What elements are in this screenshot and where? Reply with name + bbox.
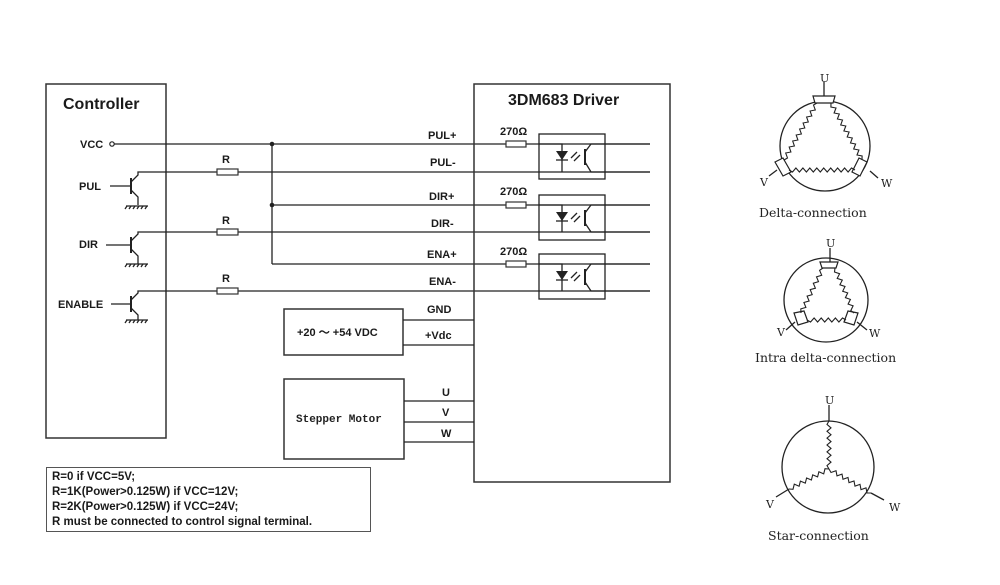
terminal-dir-plus: DIR+: [429, 191, 454, 203]
winding-coil: [806, 317, 847, 323]
terminal-gnd: GND: [427, 304, 452, 316]
stepper-motor-label: Stepper Motor: [296, 414, 382, 426]
note-line: R=0 if VCC=5V;: [52, 471, 136, 483]
controller-box: [45, 83, 167, 439]
dir-transistor: DIR: [79, 231, 650, 268]
stepper-motor-box: [283, 378, 405, 460]
resistor-r-pul: R: [216, 154, 239, 176]
optocoupler-dir: 270Ω: [500, 186, 650, 241]
svg-text:W: W: [889, 501, 901, 514]
resistor-notes-box: R=0 if VCC=5V; R=1K(Power>0.125W) if VCC…: [46, 467, 371, 532]
svg-text:R: R: [222, 215, 230, 227]
winding-coil: [828, 468, 871, 494]
vcc-label: VCC: [80, 139, 103, 151]
terminal-ena-plus: ENA+: [427, 249, 457, 261]
svg-text:R: R: [222, 154, 230, 166]
svg-text:270Ω: 270Ω: [500, 126, 527, 138]
winding-coil: [800, 267, 824, 314]
winding-coil: [833, 267, 855, 314]
star-connection-diagram: U V W Star-connection: [765, 394, 901, 543]
dir-pin-label: DIR: [79, 239, 98, 251]
winding-coil: [788, 167, 856, 173]
terminal-ena-minus: ENA-: [429, 276, 456, 288]
driver-box: [473, 83, 671, 483]
note-line: R=2K(Power>0.125W) if VCC=24V;: [52, 501, 239, 513]
driver-title: 3DM683 Driver: [508, 92, 619, 109]
terminal-v: V: [442, 407, 450, 419]
power-supply-label: +20 ～ +54 VDC: [297, 327, 378, 339]
delta-connection-diagram: U V W Delta-connection: [759, 72, 893, 220]
enable-pin-label: ENABLE: [58, 299, 103, 311]
star-connection-caption: Star-connection: [768, 528, 869, 543]
power-supply-box: [283, 308, 404, 356]
optocoupler-ena: 270Ω: [500, 246, 650, 300]
note-line: R=1K(Power>0.125W) if VCC=12V;: [52, 486, 239, 498]
winding-coil: [830, 102, 863, 161]
pul-pin-label: PUL: [79, 181, 101, 193]
terminal-dir-minus: DIR-: [431, 218, 454, 230]
controller-title: Controller: [63, 96, 139, 113]
resistor-r-dir: R: [216, 215, 239, 236]
svg-text:R: R: [222, 273, 230, 285]
svg-text:U: U: [820, 72, 829, 85]
svg-text:U: U: [826, 237, 835, 250]
winding-coil: [783, 102, 818, 161]
svg-text:270Ω: 270Ω: [500, 186, 527, 198]
terminal-pul-minus: PUL-: [430, 157, 456, 169]
svg-text:V: V: [776, 326, 786, 339]
note-line: R must be connected to control signal te…: [52, 516, 313, 528]
terminal-vdc: +Vdc: [425, 330, 452, 342]
pul-transistor: PUL: [79, 171, 650, 210]
winding-coil: [826, 420, 832, 470]
svg-text:W: W: [869, 327, 881, 340]
svg-text:V: V: [759, 176, 769, 189]
vcc-terminal: [109, 141, 115, 147]
svg-text:V: V: [765, 498, 775, 511]
svg-text:U: U: [825, 394, 834, 407]
svg-text:270Ω: 270Ω: [500, 246, 527, 258]
winding-coil: [788, 468, 830, 490]
terminal-pul-plus: PUL+: [428, 130, 456, 142]
delta-connection-caption: Delta-connection: [759, 205, 867, 220]
resistor-r-enable: R: [216, 273, 239, 295]
terminal-w: W: [441, 428, 452, 440]
svg-text:W: W: [881, 177, 893, 190]
optocoupler-pul: 270Ω: [500, 126, 650, 180]
enable-transistor: ENABLE: [58, 290, 650, 324]
terminal-u: U: [442, 387, 450, 399]
junction-dot: [269, 141, 275, 147]
intra-delta-connection-diagram: U V W Intra delta-connection: [755, 237, 896, 365]
intra-delta-connection-caption: Intra delta-connection: [755, 350, 896, 365]
